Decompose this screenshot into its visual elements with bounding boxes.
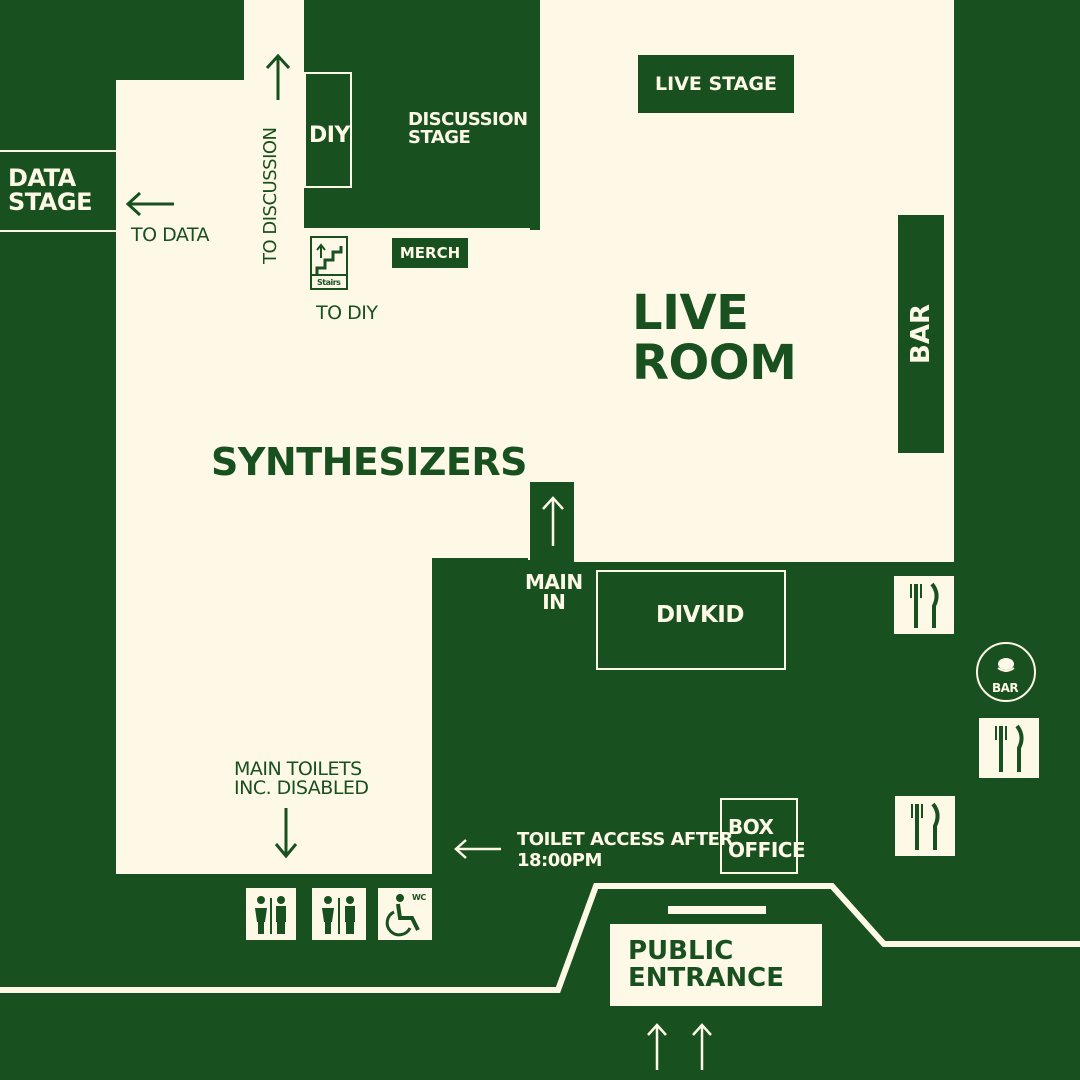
main-in-arrow-icon (542, 496, 564, 546)
divkid-area (596, 570, 786, 670)
arrow-up-icon (647, 1023, 667, 1070)
diy-label: DIY (309, 123, 350, 148)
to-data-label: TO DATA (131, 224, 210, 246)
box-office-label: BOX OFFICE (728, 815, 806, 862)
restaurant-icon (894, 576, 954, 634)
arrow-down-icon (274, 808, 298, 859)
merch-label: MERCH (399, 244, 461, 262)
live-room-label: LIVE ROOM (632, 285, 797, 392)
live-stage-label: LIVE STAGE (655, 73, 777, 95)
arrow-up-icon (692, 1023, 712, 1070)
bar-badge-icon: BAR (976, 642, 1036, 702)
arrow-up-icon (265, 53, 291, 100)
synthesizers-room-lower (116, 556, 432, 874)
stairs-icon: Stairs (310, 236, 348, 290)
entrance-door (668, 906, 766, 914)
main-in-strip (528, 230, 542, 560)
restaurant-icon (979, 718, 1039, 778)
box-office-area (720, 798, 798, 874)
restaurant-icon (895, 796, 955, 856)
bar-area: BAR (898, 215, 944, 453)
data-stage-label: DATA STAGE (8, 164, 92, 216)
toilet-access-label: TOILET ACCESS AFTER 18:00PM (517, 829, 733, 871)
to-diy-label: TO DIY (316, 302, 378, 324)
discussion-stage-label: DISCUSSION STAGE (408, 109, 528, 148)
arrow-left-icon (454, 839, 501, 859)
diy-area (304, 72, 352, 188)
restroom-icon (312, 888, 366, 940)
stairs-label: Stairs (317, 278, 341, 287)
accessible-icon: WC (378, 888, 432, 940)
accessible-wc-label: WC (412, 893, 426, 902)
public-entrance-label: PUBLIC ENTRANCE (628, 935, 784, 993)
synthesizers-label: SYNTHESIZERS (211, 440, 528, 484)
live-stage-area: LIVE STAGE (638, 55, 794, 113)
main-in-label: MAIN IN (525, 570, 583, 614)
arrow-left-icon (125, 191, 174, 217)
restroom-icon (246, 888, 296, 940)
bar-badge-label: BAR (992, 681, 1019, 695)
public-entrance-area: PUBLIC ENTRANCE (610, 924, 822, 1006)
data-stage-band (0, 150, 118, 232)
merch-area: MERCH (392, 238, 468, 268)
discussion-stage-room (304, 0, 538, 228)
main-toilets-label: MAIN TOILETS INC. DISABLED (234, 758, 369, 799)
divkid-label: DIVKID (656, 602, 744, 628)
